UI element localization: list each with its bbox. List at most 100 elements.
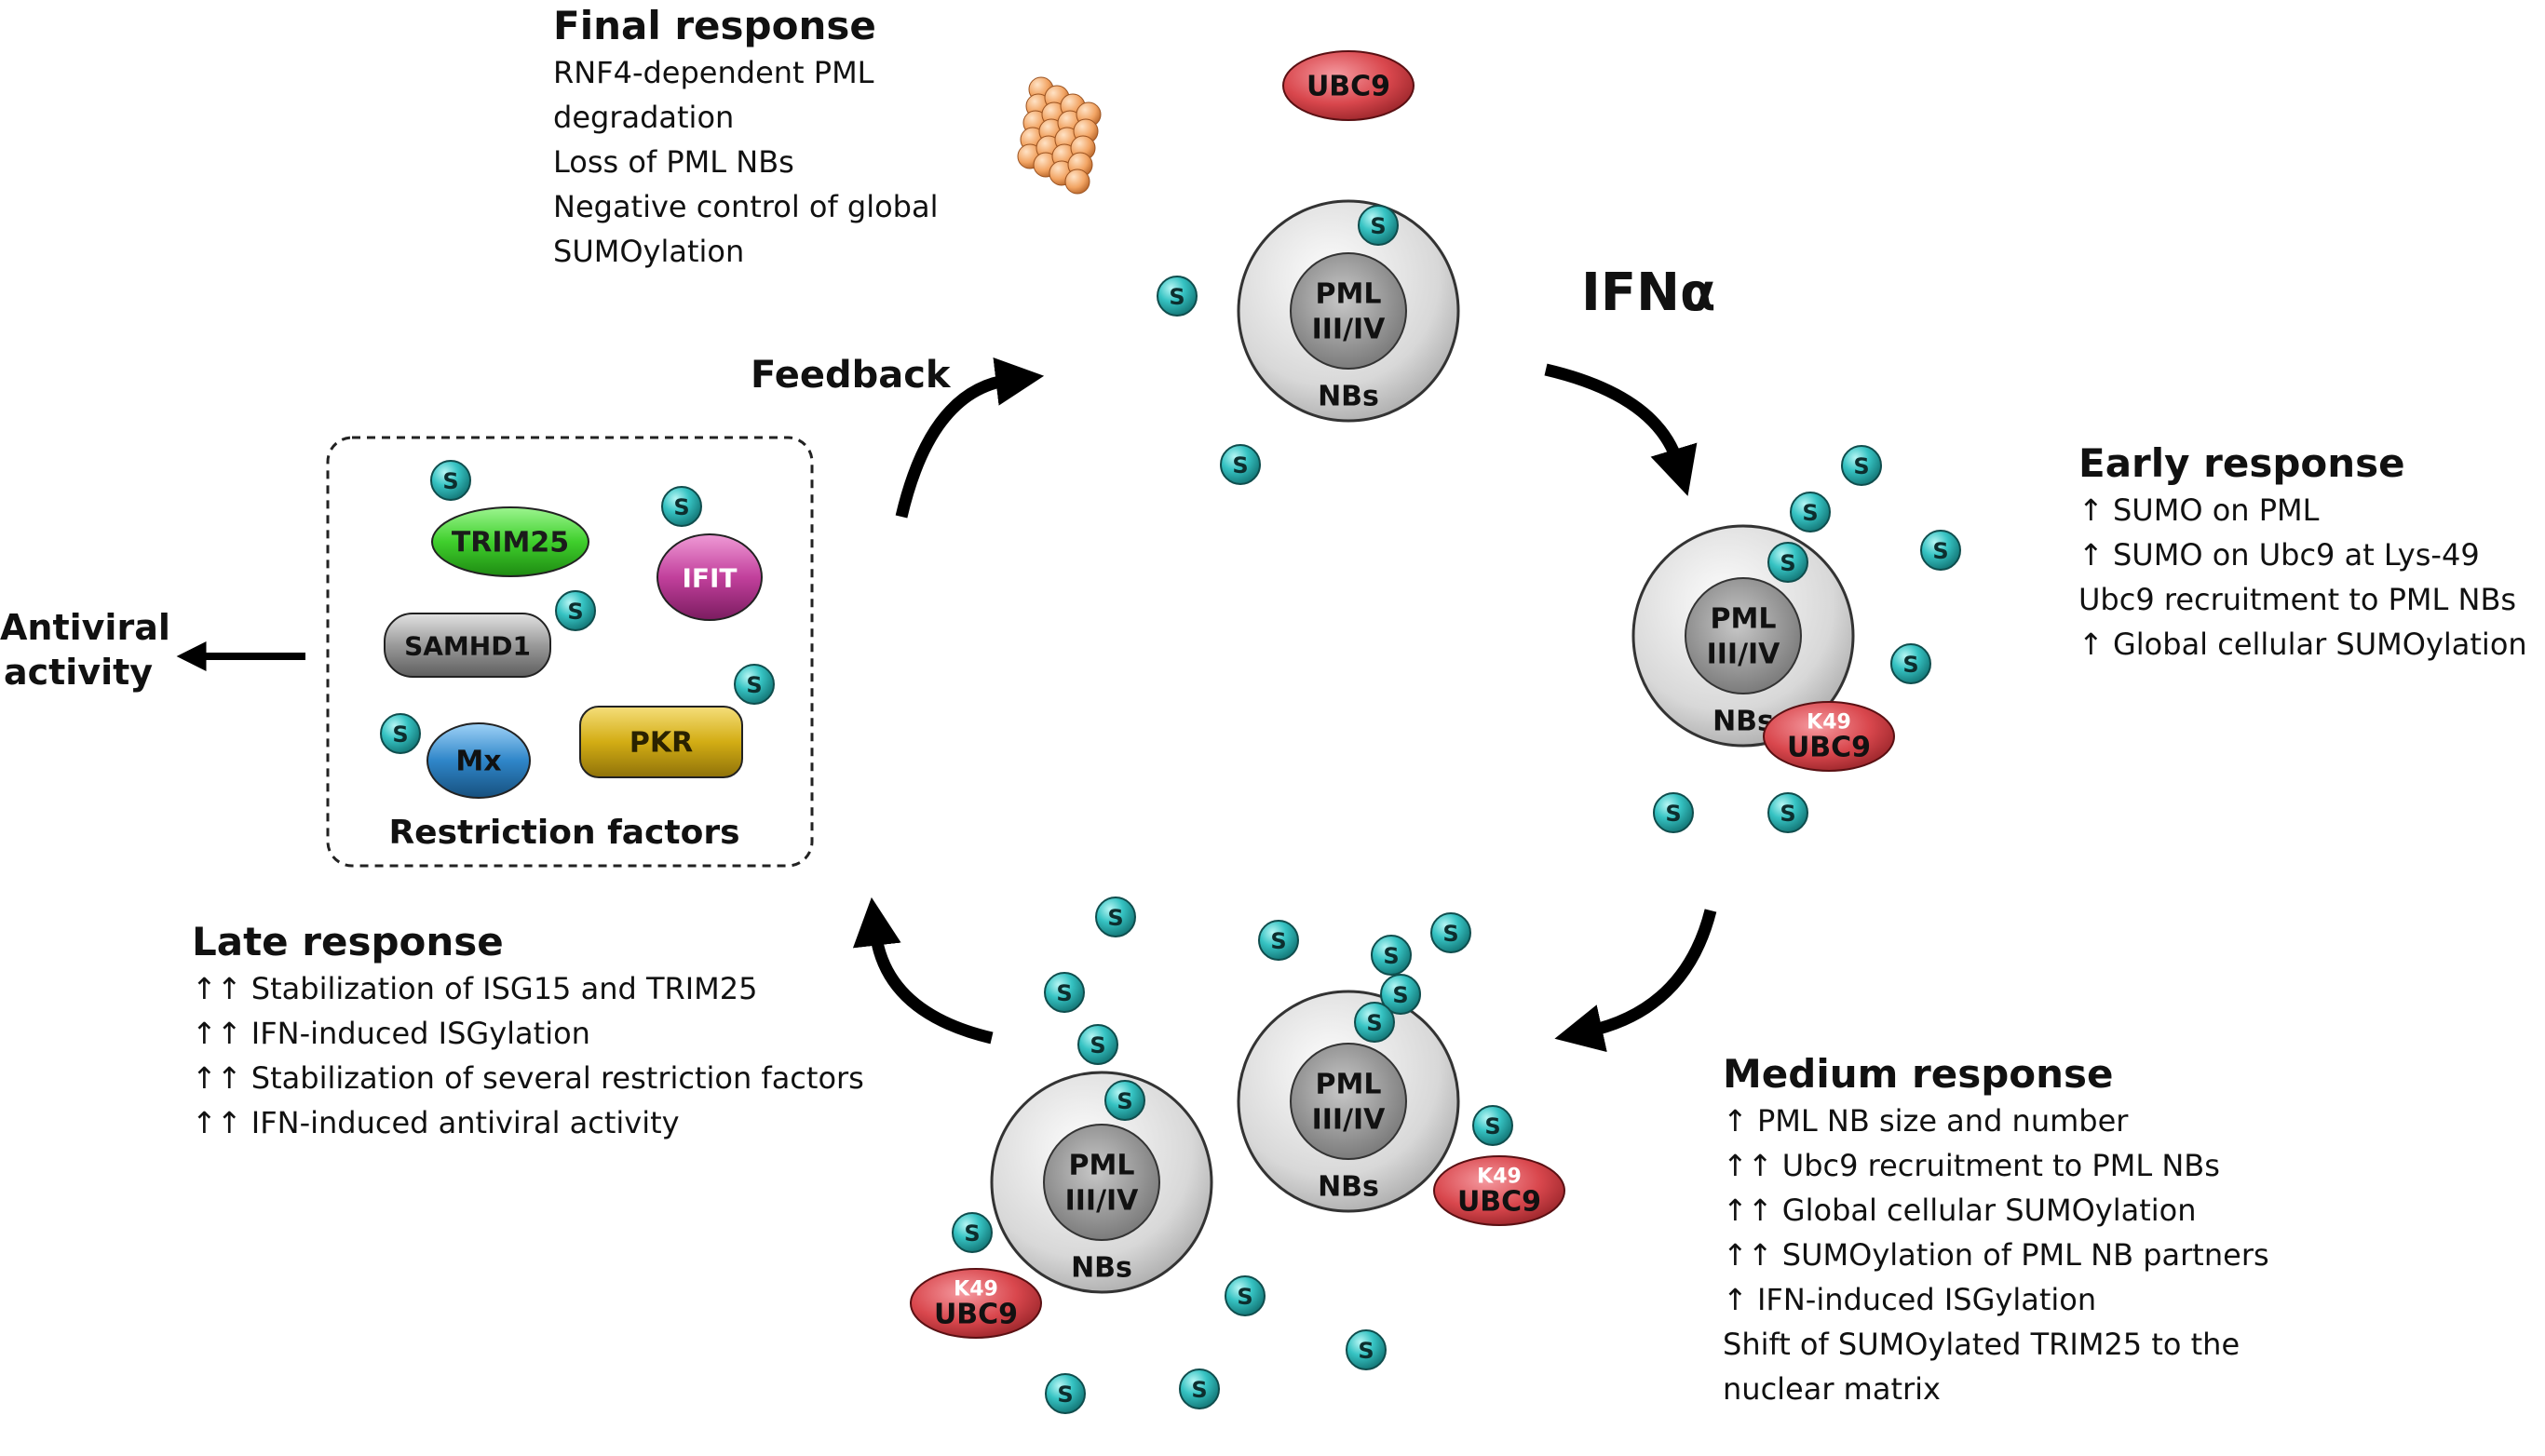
sumo-label: S	[1370, 213, 1386, 239]
sumo-label: S	[1383, 943, 1399, 969]
pkr-protein-body	[579, 706, 743, 778]
late-response-panel: Late response ↑↑ Stabilization of ISG15 …	[192, 918, 864, 1145]
sumo-label: S	[1237, 1284, 1252, 1310]
sumo-body	[734, 664, 775, 705]
sumo-protein: S	[661, 486, 702, 527]
k49-label: K49	[954, 1278, 998, 1301]
medium-response-line: ↑ PML NB size and number	[1723, 1103, 2129, 1139]
final-response-line: Loss of PML NBs	[553, 144, 794, 180]
early-response-title: Early response	[2078, 440, 2405, 486]
sumo-label: S	[1802, 500, 1818, 526]
proteasome-icon	[1017, 76, 1102, 195]
sumo-body	[1380, 974, 1421, 1015]
sumo-protein: S	[1767, 542, 1808, 583]
sumo-protein: S	[1767, 792, 1808, 833]
sumo-protein: S	[430, 460, 471, 501]
antiviral-label-line: activity	[3, 652, 154, 693]
sumo-body	[1653, 792, 1694, 833]
pml-isoform-label: III/IV	[1312, 1104, 1387, 1137]
sumo-label: S	[1932, 538, 1948, 564]
sumo-body	[1430, 912, 1471, 953]
sumo-protein: S	[1653, 792, 1694, 833]
sumo-protein: S	[1358, 205, 1399, 246]
trim25-protein-body	[431, 506, 589, 577]
sumo-body	[555, 590, 596, 631]
antiviral-label-line: Antiviral	[0, 607, 170, 648]
pml-core	[1685, 577, 1802, 694]
sumo-protein: S	[1258, 920, 1299, 961]
sumo-protein: S	[555, 590, 596, 631]
pkr-protein: PKR	[579, 706, 743, 778]
sumo-body	[1045, 1373, 1086, 1414]
medium-response-line: nuclear matrix	[1723, 1371, 1941, 1407]
feedback-arrow	[895, 357, 1045, 519]
feedback-label: Feedback	[751, 354, 951, 397]
sumo-protein: S	[1044, 972, 1085, 1013]
ifit-protein-body	[657, 533, 763, 621]
early-response-panel: Early response ↑ SUMO on PML ↑ SUMO on U…	[2078, 439, 2527, 667]
trim25-protein-label: TRIM25	[452, 527, 569, 559]
early-response-line: ↑ Global cellular SUMOylation	[2078, 627, 2527, 662]
nb-label: NBs	[1318, 381, 1379, 413]
sumo-body	[952, 1212, 993, 1253]
sumo-body	[1767, 542, 1808, 583]
antiviral-label: Antiviral activity	[0, 605, 170, 694]
final-response-title: Final response	[553, 3, 876, 48]
medium-response-line: Shift of SUMOylated TRIM25 to the	[1723, 1327, 2240, 1362]
sumo-protein: S	[1790, 492, 1831, 533]
sumo-body	[430, 460, 471, 501]
sumo-label: S	[1442, 921, 1458, 947]
sumo-protein: S	[1179, 1368, 1220, 1409]
sumo-protein: S	[380, 713, 421, 754]
k49-label: K49	[1477, 1166, 1522, 1189]
sumo-body	[1358, 205, 1399, 246]
ubc9-label: UBC9	[1306, 71, 1390, 103]
medium-response-line: ↑ IFN-induced ISGylation	[1723, 1282, 2097, 1317]
sumo-protein: S	[1104, 1080, 1145, 1121]
sumo-body	[1095, 897, 1136, 937]
pml-label: PML	[1711, 603, 1777, 636]
sumo-protein: S	[1472, 1105, 1513, 1146]
sumo-protein: S	[1095, 897, 1136, 937]
sumo-body	[1354, 1002, 1395, 1043]
early-response-line: Ubc9 recruitment to PML NBs	[2078, 582, 2517, 617]
sumo-body	[1220, 444, 1261, 485]
late-response-line: ↑↑ Stabilization of several restriction …	[192, 1060, 864, 1096]
sumo-body	[1258, 920, 1299, 961]
sumo-protein: S	[734, 664, 775, 705]
ubc9-body	[1763, 701, 1895, 772]
sumo-label: S	[1270, 928, 1286, 954]
sumo-label: S	[1056, 980, 1072, 1006]
sumo-protein: S	[1371, 935, 1412, 976]
late-response-title: Late response	[192, 919, 504, 964]
late-response-line: ↑↑ IFN-induced antiviral activity	[192, 1105, 680, 1140]
sumo-label: S	[673, 494, 689, 520]
final-response-line: RNF4-dependent PML	[553, 55, 874, 90]
nb-label: NBs	[1071, 1252, 1132, 1285]
sumo-protein: S	[1841, 445, 1882, 486]
sumo-protein: S	[1220, 444, 1261, 485]
sumo-label: S	[1665, 801, 1681, 827]
sumo-label: S	[1057, 1382, 1073, 1408]
sumo-protein: S	[1045, 1373, 1086, 1414]
sumo-label: S	[442, 468, 458, 494]
sumo-protein: S	[1380, 974, 1421, 1015]
mx-protein-body	[426, 722, 531, 799]
ifit-protein-label: IFIT	[682, 563, 737, 594]
sumo-body	[1077, 1024, 1118, 1065]
sumo-label: S	[1232, 452, 1248, 479]
early-response-line: ↑ SUMO on Ubc9 at Lys-49	[2078, 537, 2480, 573]
sumo-body	[661, 486, 702, 527]
nb-label: NBs	[1318, 1171, 1379, 1204]
sumo-protein: S	[1346, 1329, 1387, 1370]
sumo-body	[1371, 935, 1412, 976]
sumo-protein: S	[1354, 1002, 1395, 1043]
sumo-body	[1346, 1329, 1387, 1370]
sumo-protein: S	[1430, 912, 1471, 953]
sumo-label: S	[567, 599, 583, 625]
ubc9-body	[1282, 50, 1415, 121]
